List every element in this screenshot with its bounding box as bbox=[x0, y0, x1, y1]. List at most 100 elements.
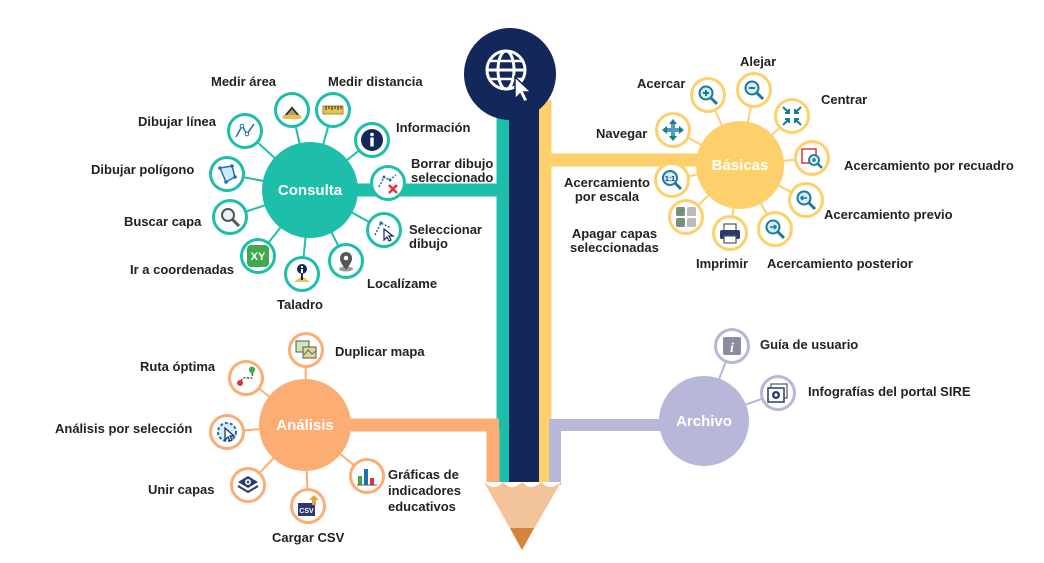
label-guia-usuario: Guía de usuario bbox=[760, 337, 859, 352]
csv-badge-text: CSV bbox=[299, 508, 314, 515]
label-acercamiento-escala-line1: Acercamiento bbox=[564, 175, 650, 190]
svg-text:XY: XY bbox=[251, 251, 266, 263]
label-seleccionar-dibujo-line2: dibujo bbox=[409, 236, 448, 251]
label-infografias: Infografías del portal SIRE bbox=[808, 384, 971, 399]
node-acercamiento-recuadro[interactable] bbox=[794, 140, 830, 176]
label-acercar: Acercar bbox=[637, 76, 686, 91]
printer-icon bbox=[720, 223, 740, 244]
label-acercamiento-recuadro: Acercamiento por recuadro bbox=[844, 158, 1014, 173]
node-centrar[interactable] bbox=[774, 98, 810, 134]
label-seleccionar-dibujo-line1: Seleccionar bbox=[409, 222, 482, 237]
label-taladro: Taladro bbox=[277, 297, 323, 312]
node-acercamiento-posterior[interactable] bbox=[757, 211, 793, 247]
selection-analysis-icon bbox=[217, 422, 237, 442]
node-medir-area[interactable] bbox=[274, 92, 310, 128]
hub-analisis[interactable]: Análisis bbox=[259, 379, 351, 471]
node-graficas[interactable] bbox=[349, 458, 385, 494]
svg-text:1:1: 1:1 bbox=[665, 176, 675, 183]
node-acercamiento-escala[interactable]: 1:1 bbox=[654, 162, 690, 198]
node-ruta-optima[interactable] bbox=[228, 360, 264, 396]
center-icon bbox=[782, 106, 802, 126]
map-pin-icon bbox=[339, 252, 353, 272]
hub-analisis-label: Análisis bbox=[276, 416, 334, 434]
svg-text:i: i bbox=[730, 341, 734, 356]
xy-coordinates-icon: XY bbox=[247, 245, 269, 267]
label-analisis-seleccion: Análisis por selección bbox=[55, 421, 193, 436]
duplicate-map-icon bbox=[295, 340, 317, 359]
node-analisis-seleccion[interactable] bbox=[209, 414, 245, 450]
node-seleccionar-dibujo[interactable] bbox=[366, 212, 402, 248]
label-ir-coordenadas: Ir a coordenadas bbox=[130, 262, 235, 277]
node-unir-capas[interactable] bbox=[230, 467, 266, 503]
hub-archivo-label: Archivo bbox=[676, 412, 732, 430]
drill-icon bbox=[294, 264, 310, 282]
label-centrar: Centrar bbox=[821, 92, 868, 107]
polyline-icon bbox=[235, 123, 255, 138]
node-infografias[interactable] bbox=[760, 375, 796, 411]
top-globe-circle bbox=[464, 28, 556, 120]
node-apagar-capas[interactable] bbox=[668, 199, 704, 235]
label-apagar-capas-line1: Apagar capas bbox=[571, 226, 658, 241]
node-guia-usuario[interactable]: i bbox=[714, 328, 750, 364]
node-acercar[interactable] bbox=[690, 77, 726, 113]
route-icon bbox=[237, 366, 255, 386]
label-borrar-dibujo-line1: Borrar dibujo bbox=[411, 156, 494, 171]
label-localizame: Localízame bbox=[367, 276, 438, 291]
node-cargar-csv[interactable]: CSV bbox=[290, 488, 326, 524]
node-duplicar-mapa[interactable] bbox=[288, 332, 324, 368]
node-informacion[interactable] bbox=[354, 122, 390, 158]
pencil-body bbox=[509, 100, 539, 485]
label-graficas-line3: educativos bbox=[388, 499, 456, 514]
bar-chart-icon bbox=[357, 469, 377, 486]
node-imprimir[interactable] bbox=[712, 215, 748, 251]
polygon-icon bbox=[218, 164, 237, 184]
pencil-lead bbox=[510, 528, 534, 550]
hub-consulta[interactable]: Consulta bbox=[262, 142, 358, 238]
node-navegar[interactable] bbox=[655, 112, 691, 148]
label-graficas-line1: Gráficas de bbox=[388, 467, 459, 482]
select-drawing-icon bbox=[374, 221, 395, 242]
zoom-box-icon bbox=[801, 148, 823, 169]
globe-cursor-icon bbox=[485, 49, 533, 104]
node-medir-distancia[interactable] bbox=[315, 92, 351, 128]
node-buscar-capa[interactable] bbox=[212, 199, 248, 235]
node-acercamiento-previo[interactable] bbox=[788, 182, 824, 218]
user-guide-icon: i bbox=[723, 337, 741, 356]
hub-archivo[interactable]: Archivo bbox=[659, 376, 749, 466]
node-dibujar-poligono[interactable] bbox=[209, 156, 245, 192]
node-borrar-dibujo[interactable] bbox=[370, 165, 406, 201]
node-localizame[interactable] bbox=[328, 243, 364, 279]
node-alejar[interactable] bbox=[736, 72, 772, 108]
zoom-previous-icon bbox=[796, 190, 817, 211]
zoom-next-icon bbox=[765, 219, 786, 240]
label-buscar-capa: Buscar capa bbox=[124, 214, 202, 229]
label-apagar-capas-line2: seleccionadas bbox=[570, 240, 659, 255]
node-dibujar-linea[interactable] bbox=[227, 113, 263, 149]
infographic-icon bbox=[767, 383, 788, 403]
label-cargar-csv: Cargar CSV bbox=[272, 530, 345, 545]
label-medir-distancia: Medir distancia bbox=[328, 74, 423, 89]
magnifier-icon bbox=[221, 208, 241, 228]
erase-drawing-icon bbox=[378, 174, 398, 194]
zoom-in-icon bbox=[698, 85, 719, 106]
pan-icon bbox=[662, 119, 684, 141]
zoom-out-icon bbox=[744, 80, 765, 101]
ruler-icon bbox=[322, 105, 344, 115]
csv-upload-icon: CSV bbox=[298, 495, 319, 516]
label-ruta-optima: Ruta óptima bbox=[140, 359, 216, 374]
node-ir-coordenadas[interactable]: XY bbox=[240, 238, 276, 274]
label-duplicar-mapa: Duplicar mapa bbox=[335, 344, 425, 359]
label-medir-area: Medir área bbox=[211, 74, 277, 89]
hub-basicas[interactable]: Básicas bbox=[696, 121, 784, 209]
label-acercamiento-escala-line2: por escala bbox=[574, 189, 640, 204]
label-dibujar-poligono: Dibujar polígono bbox=[91, 162, 195, 177]
layers-off-icon bbox=[676, 207, 696, 227]
hub-basicas-label: Básicas bbox=[711, 156, 769, 174]
label-alejar: Alejar bbox=[740, 54, 777, 69]
node-taladro[interactable] bbox=[284, 256, 320, 292]
